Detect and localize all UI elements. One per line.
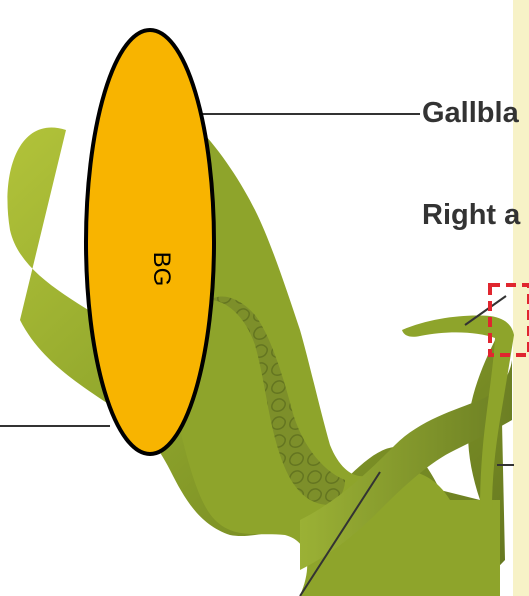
label-right: Right a (422, 201, 520, 230)
oval-label: BG (147, 229, 175, 309)
label-gallbladder: Gallbla (422, 99, 519, 128)
